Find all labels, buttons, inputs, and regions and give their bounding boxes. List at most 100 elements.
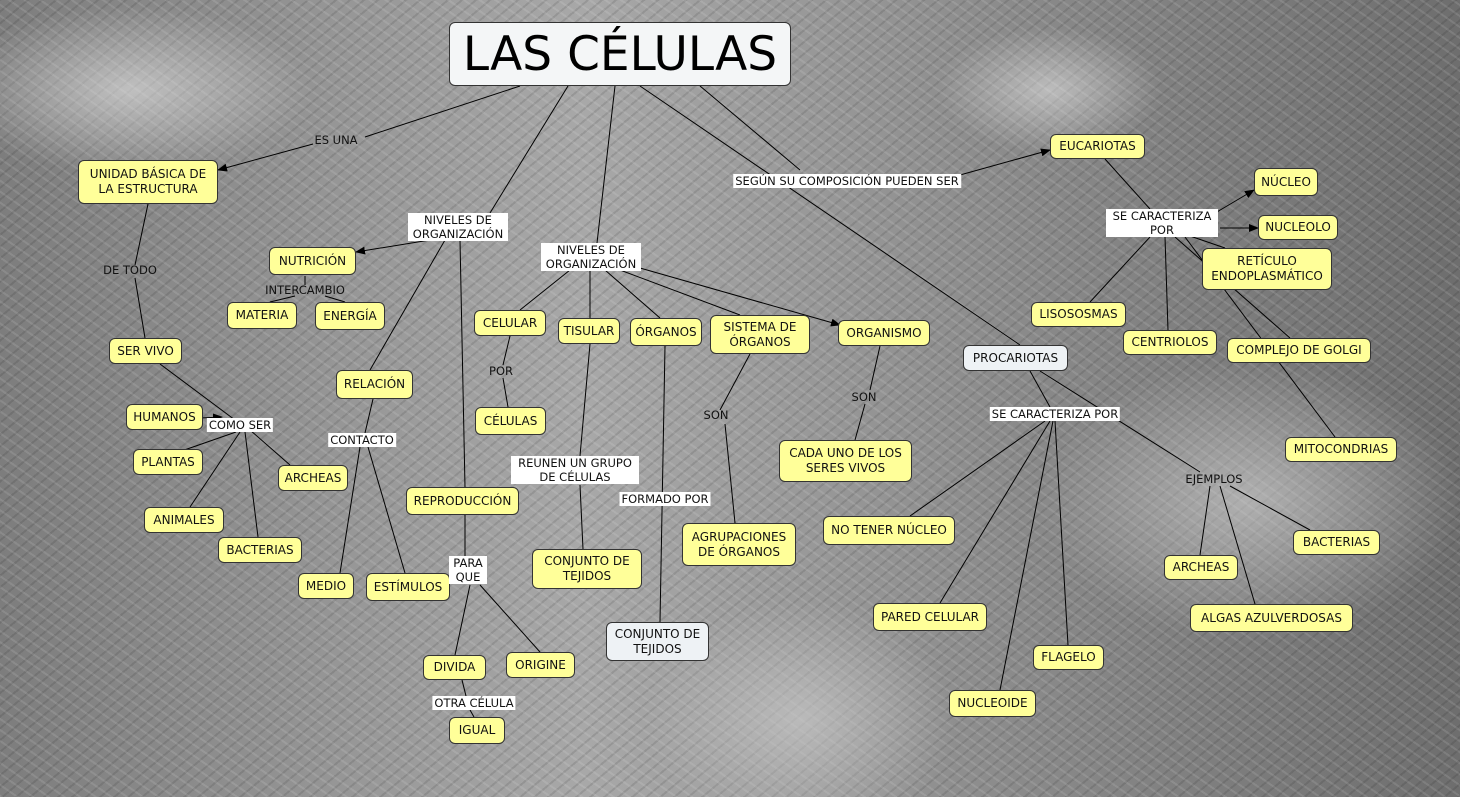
connector-line	[1164, 236, 1169, 331]
connector-line	[659, 345, 666, 623]
concept-materia[interactable]: MATERIA	[227, 302, 297, 329]
concept-animales[interactable]: ANIMALES	[144, 507, 224, 533]
concept-nutricion[interactable]: NUTRICIÓN	[269, 247, 356, 275]
concept-bacterias[interactable]: BACTERIAS	[218, 537, 302, 563]
concept-igual[interactable]: IGUAL	[449, 717, 505, 744]
map-title[interactable]: LAS CÉLULAS	[449, 22, 791, 86]
connector-line	[134, 277, 146, 339]
concept-celular[interactable]: CELULAR	[474, 310, 546, 336]
connector-line	[199, 413, 223, 422]
concept-agrupaciones-de-organos[interactable]: AGRUPACIONES DE ÓRGANOS	[682, 523, 796, 566]
concept-reticulo-endoplasmatico[interactable]: RETÍCULO ENDOPLASMÁTICO	[1202, 248, 1332, 290]
concept-conjunto-de-tejidos[interactable]: CONJUNTO DE TEJIDOS	[532, 549, 642, 589]
concept-archeas[interactable]: ARCHEAS	[278, 465, 348, 491]
link-niveles-de-organizacion: NIVELES DE ORGANIZACIÓN	[408, 213, 508, 241]
link-para-que: PARA QUE	[449, 556, 487, 584]
concept-energia[interactable]: ENERGÍA	[315, 302, 385, 330]
concept-complejo-de-golgi[interactable]: COMPLEJO DE GOLGI	[1227, 338, 1371, 363]
concept-nucleolo[interactable]: NUCLEOLO	[1258, 215, 1338, 240]
connector-line	[639, 85, 1021, 346]
connector-line	[369, 239, 446, 371]
link-son-2: SON	[851, 390, 877, 404]
concept-sistema-de-organos[interactable]: SISTEMA DE ÓRGANOS	[710, 315, 810, 354]
concept-medio[interactable]: MEDIO	[298, 573, 354, 599]
concept-tisular[interactable]: TISULAR	[558, 318, 620, 344]
connector-line	[134, 203, 149, 266]
link-como-ser: COMO SER	[206, 418, 274, 432]
connector-line	[869, 345, 881, 391]
connector-line	[324, 295, 346, 303]
connector-line	[1054, 420, 1069, 646]
link-es-una: ES UNA	[314, 133, 358, 147]
link-contacto: CONTACTO	[328, 433, 396, 447]
link-de-todo: DE TODO	[103, 263, 157, 277]
concept-origine[interactable]: ORIGINE	[506, 652, 575, 678]
connector-line	[459, 239, 466, 488]
link-reunen-grupo-celulas: REUNEN UN GRUPO DE CÉLULAS	[511, 456, 639, 484]
link-formado-por: FORMADO POR	[619, 492, 711, 506]
connector-line	[1219, 485, 1256, 605]
link-se-caracteriza-por-2: SE CARACTERIZA POR	[989, 407, 1121, 421]
concept-archeas-2[interactable]: ARCHEAS	[1164, 555, 1238, 580]
concept-no-tener-nucleo[interactable]: NO TENER NÚCLEO	[823, 516, 955, 545]
connector-line	[719, 353, 751, 411]
concept-humanos[interactable]: HUMANOS	[126, 404, 203, 430]
concept-celulas[interactable]: CÉLULAS	[475, 407, 546, 435]
concept-ser-vivo[interactable]: SER VIVO	[109, 338, 182, 364]
connector-line	[959, 148, 1051, 176]
concept-plantas[interactable]: PLANTAS	[133, 449, 203, 475]
connector-line	[1104, 158, 1151, 210]
concept-organos[interactable]: ÓRGANOS	[630, 318, 702, 346]
concept-bacterias-2[interactable]: BACTERIAS	[1293, 530, 1380, 555]
connector-line	[367, 446, 406, 574]
concept-nucleoide[interactable]: NUCLEOIDE	[949, 690, 1036, 717]
concept-nucleo[interactable]: NÚCLEO	[1254, 168, 1318, 196]
connector-line	[339, 446, 361, 574]
link-por: POR	[489, 364, 513, 378]
connector-line	[159, 363, 236, 421]
concept-mitocondrias[interactable]: MITOCONDRIAS	[1285, 437, 1397, 462]
connector-line	[619, 269, 741, 316]
concept-centriolos[interactable]: CENTRIOLOS	[1123, 330, 1217, 355]
connector-line	[1189, 235, 1226, 249]
connector-line	[189, 431, 241, 508]
connector-line	[854, 403, 866, 441]
concept-divida[interactable]: DIVIDA	[423, 655, 486, 680]
link-son: SON	[703, 408, 729, 422]
connector-line	[364, 85, 521, 138]
connector-line	[1029, 370, 1051, 408]
concept-unidad-basica[interactable]: UNIDAD BÁSICA DE LA ESTRUCTURA	[78, 160, 218, 204]
concept-cada-uno-seres-vivos[interactable]: CADA UNO DE LOS SERES VIVOS	[779, 440, 912, 482]
connector-line	[217, 143, 314, 172]
concept-procariotas[interactable]: PROCARIOTAS	[963, 345, 1068, 371]
connector-line	[909, 420, 1046, 517]
concept-lisososmas[interactable]: LISOSOSMAS	[1031, 302, 1126, 327]
connector-line	[1229, 485, 1311, 531]
connector-line	[502, 335, 511, 366]
concept-algas-azulverdosas[interactable]: ALGAS AZULVERDOSAS	[1190, 604, 1353, 632]
connector-line	[355, 239, 431, 255]
concept-flagelo[interactable]: FLAGELO	[1033, 645, 1104, 670]
concept-organismo[interactable]: ORGANISMO	[838, 320, 930, 346]
concept-pared-celular[interactable]: PARED CELULAR	[873, 603, 987, 631]
connector-line	[1039, 370, 1201, 473]
link-otra-celula: OTRA CÉLULA	[432, 696, 516, 710]
connector-line	[364, 398, 374, 434]
connector-line	[999, 420, 1054, 691]
connector-line	[502, 377, 509, 408]
connector-line	[489, 85, 569, 214]
connector-line	[461, 679, 467, 697]
concept-reproduccion[interactable]: REPRODUCCIÓN	[406, 487, 519, 515]
concept-estimulos[interactable]: ESTÍMULOS	[366, 573, 450, 601]
link-ejemplos: EJEMPLOS	[1185, 472, 1243, 486]
connector-line	[249, 429, 291, 466]
concept-conjunto-de-tejidos-2[interactable]: CONJUNTO DE TEJIDOS	[606, 622, 709, 661]
link-niveles-de-organizacion-2: NIVELES DE ORGANIZACIÓN	[541, 243, 641, 271]
connector-line	[519, 269, 571, 311]
concept-relacion[interactable]: RELACIÓN	[336, 370, 413, 399]
connector-line	[244, 431, 259, 538]
concept-eucariotas[interactable]: EUCARIOTAS	[1050, 134, 1145, 159]
connector-line	[579, 484, 584, 550]
connector-line	[1089, 236, 1151, 303]
